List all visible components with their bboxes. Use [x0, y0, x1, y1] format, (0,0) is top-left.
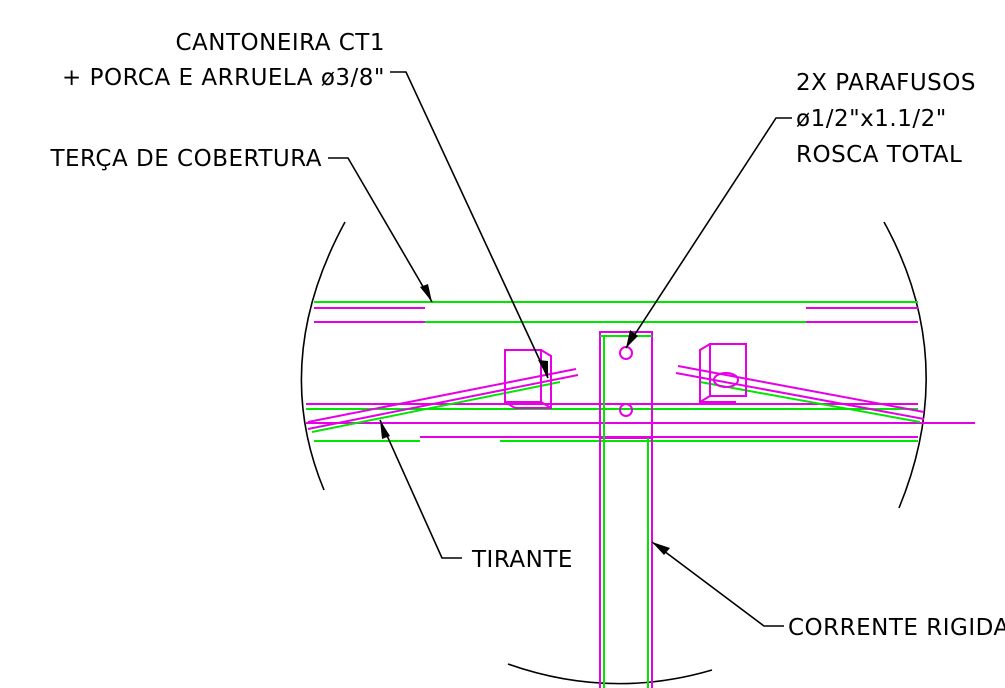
tie-rod-left-b [307, 374, 579, 430]
tie-rod-left-green [311, 381, 561, 433]
leader-cantoneira [390, 71, 549, 379]
leader-tirante [379, 419, 462, 559]
arrowhead-cantoneira [538, 360, 548, 378]
leader-parafusos [625, 117, 792, 349]
purlin-upper [314, 301, 918, 323]
arrowhead-corrente [652, 542, 670, 555]
bolt-hole-lower [619, 403, 633, 417]
label-parafusos-line3: ROSCA TOTAL [796, 142, 962, 168]
boundary-arc-left [300, 221, 346, 491]
angle-bracket-right-flange [699, 343, 711, 404]
tie-rod-right-b [675, 372, 925, 420]
arrowhead-terca [420, 284, 432, 302]
angle-bracket-left-edge [504, 401, 516, 409]
angle-bracket-right-body [709, 343, 747, 397]
arrowhead-tirante [380, 420, 390, 439]
bolt-hole-upper [619, 346, 633, 360]
angle-bracket-left-body [504, 349, 542, 403]
label-parafusos-line2: ø1/2"x1.1/2" [796, 106, 947, 132]
detail-boundary [300, 221, 927, 685]
label-cantoneira-line2: + PORCA E ARRUELA ø3/8" [62, 65, 385, 91]
tie-rods [307, 365, 925, 433]
rigid-brace-plate [599, 331, 653, 439]
leader-corrente [651, 541, 784, 627]
angle-bracket-left [504, 349, 552, 410]
leader-lines [328, 71, 792, 627]
tie-rod-right-green [699, 381, 921, 423]
annotations: CANTONEIRA CT1 + PORCA E ARRUELA ø3/8" T… [49, 30, 1005, 641]
label-corrente: CORRENTE RIGIDA [788, 615, 1005, 641]
angle-bracket-left-flange [540, 349, 552, 410]
rigid-brace [599, 331, 653, 688]
tie-rod-left-a [307, 368, 577, 423]
angle-bracket-right [699, 343, 747, 404]
label-parafusos-line1: 2X PARAFUSOS [796, 70, 976, 96]
label-cantoneira-line1: CANTONEIRA CT1 [175, 30, 385, 56]
boundary-arc-right [883, 221, 927, 509]
tie-rod-right-a [677, 365, 925, 413]
angle-bracket-right-nut [713, 372, 739, 388]
arrowhead-parafusos [626, 330, 638, 348]
leader-terca [328, 157, 433, 303]
boundary-arc-bottom [507, 663, 713, 685]
label-terca: TERÇA DE COBERTURA [49, 146, 322, 172]
label-tirante: TIRANTE [471, 547, 573, 573]
